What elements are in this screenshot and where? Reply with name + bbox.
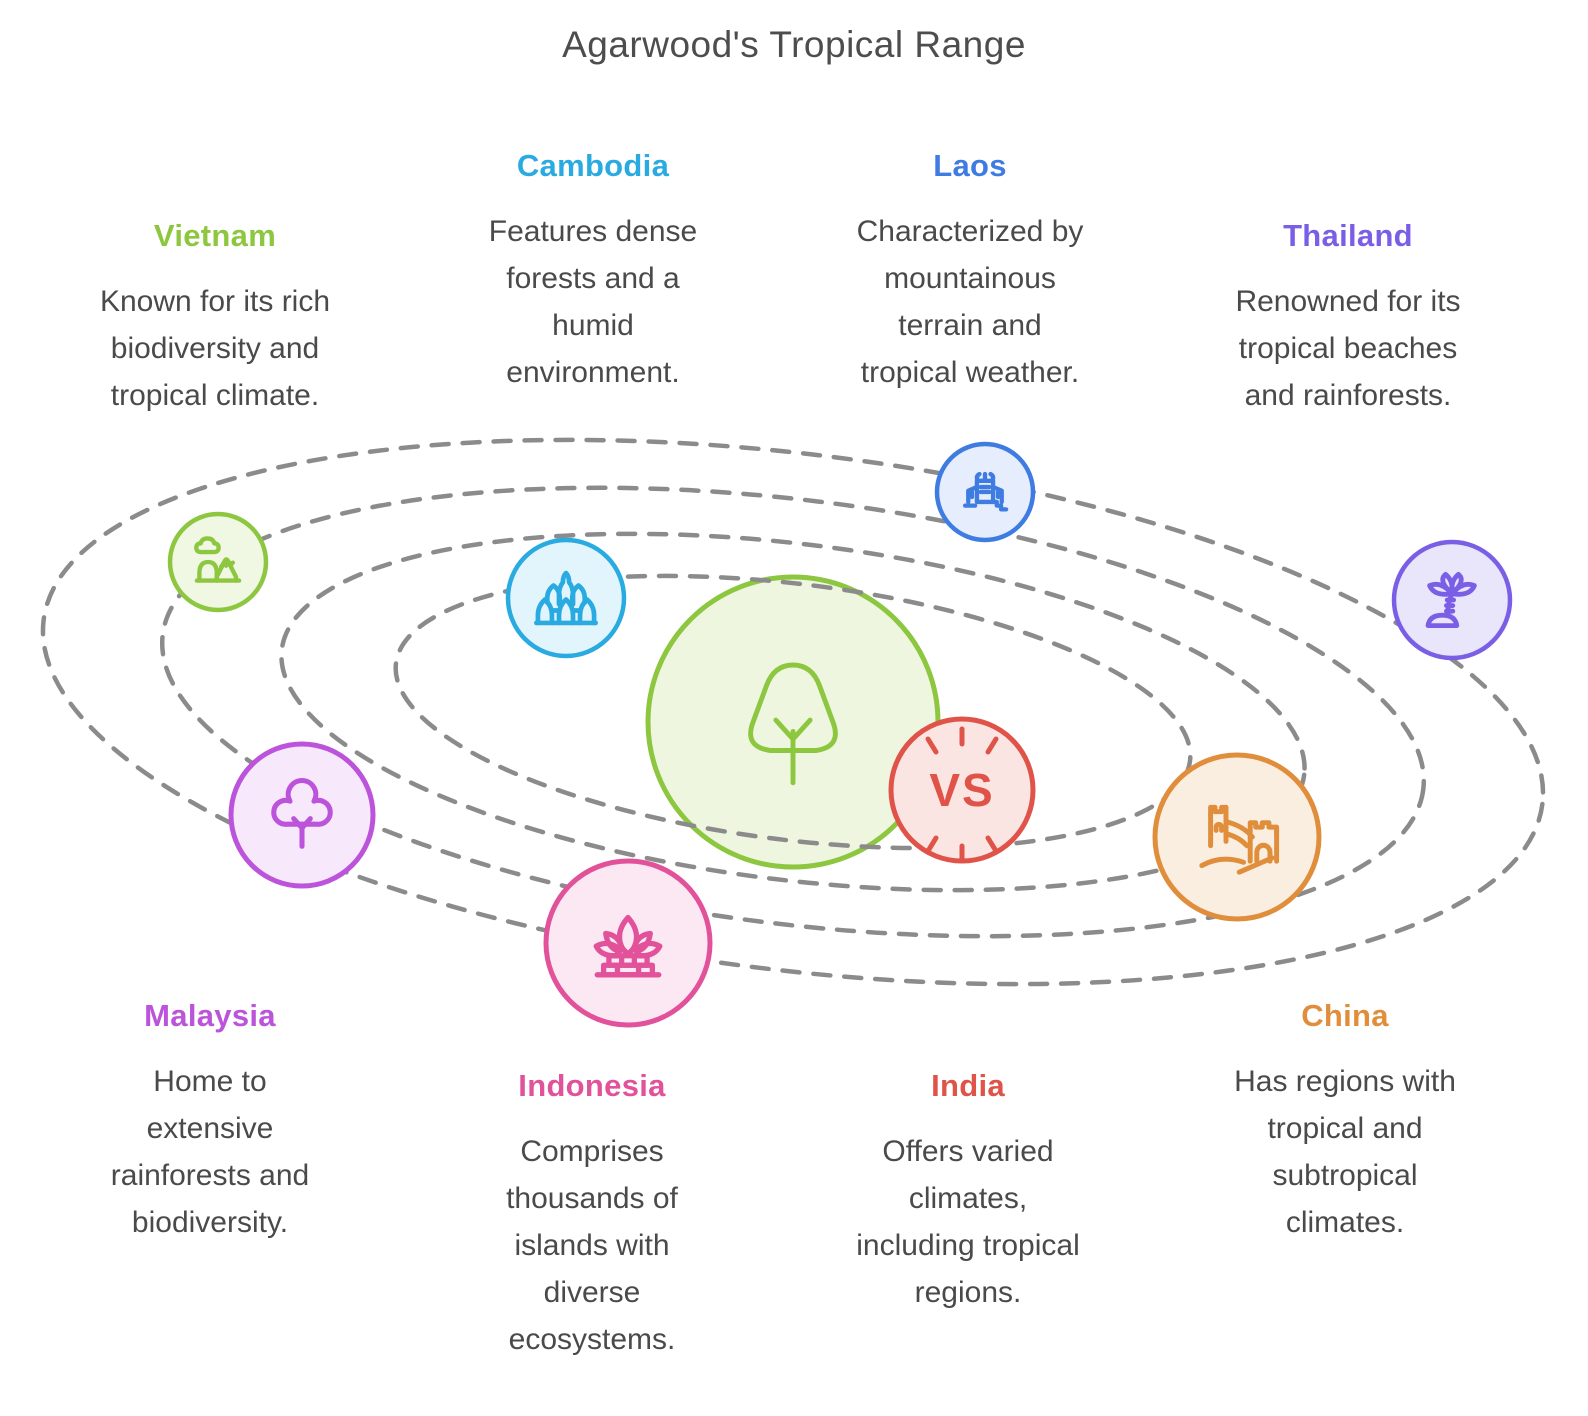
country-name-laos: Laos: [933, 148, 1007, 183]
vs-label: VS: [929, 764, 994, 816]
india-vs-node: VS: [888, 716, 1036, 864]
country-block-indonesia: Indonesia Comprises thousands of islands…: [432, 1068, 752, 1363]
agarwood-tree-icon: [748, 662, 838, 786]
round-tree-icon: [271, 778, 333, 849]
orbit-ellipse: [393, 573, 1193, 851]
country-block-cambodia: Cambodia Features dense forests and a hu…: [433, 148, 753, 396]
country-name-cambodia: Cambodia: [516, 148, 670, 183]
country-name-malaysia: Malaysia: [144, 998, 276, 1033]
country-description-cambodia: Features dense forests and a humid envir…: [488, 215, 698, 389]
country-block-china: China Has regions with tropical and subt…: [1165, 998, 1525, 1246]
country-description-indonesia: Comprises thousands of islands with dive…: [506, 1135, 678, 1356]
country-name-thailand: Thailand: [1283, 218, 1413, 253]
orbit-ellipse: [159, 485, 1427, 939]
country-name-vietnam: Vietnam: [153, 218, 277, 253]
country-name-india: India: [931, 1068, 1005, 1103]
country-block-india: India Offers varied climates, including …: [788, 1068, 1148, 1316]
orbits: [40, 437, 1546, 987]
great-wall-icon: [1199, 804, 1280, 875]
cambodia-node: [505, 537, 627, 659]
country-description-china: Has regions with tropical and subtropica…: [1234, 1065, 1456, 1239]
thailand-node: [1391, 539, 1513, 661]
country-block-malaysia: Malaysia Home to extensive rainforests a…: [35, 998, 385, 1246]
lotus-temple-icon: [593, 914, 663, 978]
temple-icon: [962, 471, 1009, 512]
page-title: Agarwood's Tropical Range: [562, 24, 1026, 65]
palm-tree-icon: [1425, 572, 1477, 629]
country-description-india: Offers varied climates, including tropic…: [856, 1135, 1080, 1309]
vs-icon: [925, 726, 999, 864]
landscape-icon: [194, 536, 242, 583]
malaysia-node: [228, 741, 376, 889]
country-description-malaysia: Home to extensive rainforests and biodiv…: [110, 1065, 310, 1239]
country-description-laos: Characterized by mountainous terrain and…: [856, 215, 1084, 389]
country-name-china: China: [1301, 998, 1389, 1033]
country-block-vietnam: Vietnam Known for its rich biodiversity …: [35, 218, 395, 419]
china-node: [1152, 752, 1322, 922]
country-name-indonesia: Indonesia: [518, 1068, 666, 1103]
laos-node: [934, 441, 1036, 543]
orbit-ellipse: [40, 437, 1546, 987]
country-description-thailand: Renowned for its tropical beaches and ra…: [1235, 285, 1461, 412]
country-block-laos: Laos Characterized by mountainous terrai…: [790, 148, 1150, 396]
angkor-wat-icon: [534, 570, 598, 626]
country-description-vietnam: Known for its rich biodiversity and trop…: [99, 285, 331, 412]
country-block-thailand: Thailand Renowned for its tropical beach…: [1168, 218, 1528, 419]
orbit-ellipse: [279, 531, 1307, 893]
indonesia-node: [543, 858, 713, 1028]
vietnam-node: [167, 511, 269, 613]
